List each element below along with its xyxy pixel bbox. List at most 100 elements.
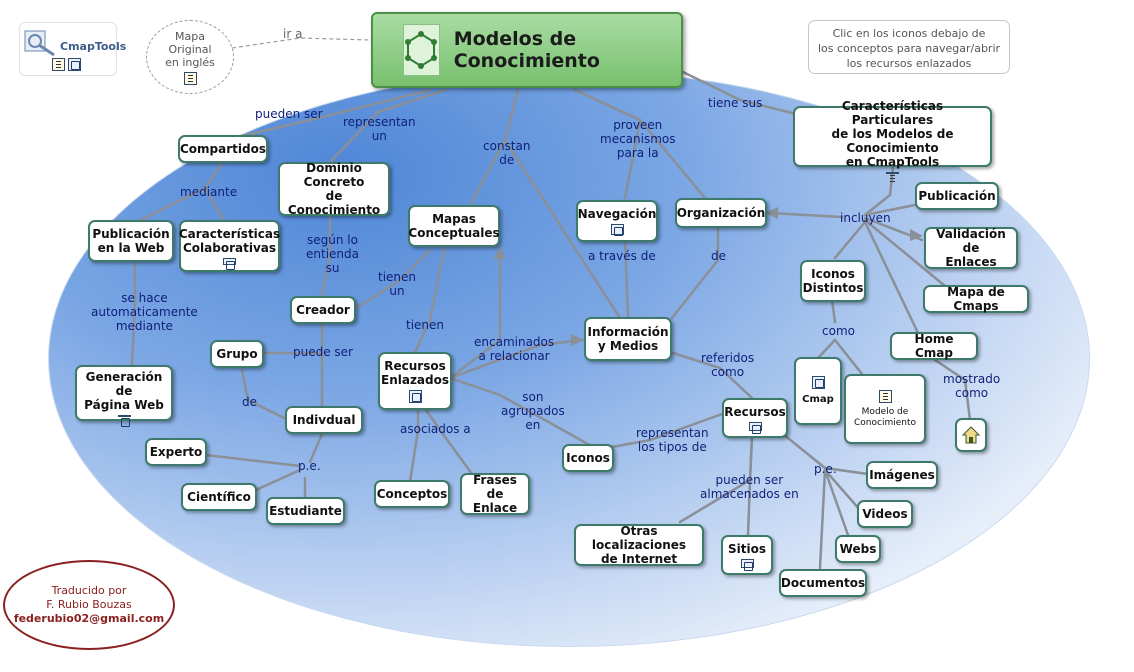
node-iconos-distintos[interactable]: Iconos Distintos (800, 260, 866, 302)
node-videos[interactable]: Videos (857, 500, 913, 528)
logo-graphic-icon (24, 30, 55, 57)
node-label: Información y Medios (587, 325, 669, 353)
node-label: Experto (149, 445, 203, 459)
link-label: de (242, 395, 257, 409)
node-label: Iconos (566, 451, 610, 465)
knowledge-model-icon (403, 24, 440, 76)
credit-line1: Traducido por (51, 584, 127, 597)
node-cmap[interactable]: Cmap (794, 357, 842, 425)
document-icon[interactable] (52, 58, 65, 71)
node-validacion-enlaces[interactable]: Validación de Enlaces (924, 227, 1018, 269)
link-line (816, 338, 837, 360)
node-estudiante[interactable]: Estudiante (266, 497, 345, 525)
node-label: Documentos (780, 576, 866, 590)
node-frases-enlace[interactable]: Frases de Enlace (460, 473, 530, 515)
cmap-resource-icon[interactable] (610, 224, 624, 236)
link-line (204, 453, 302, 468)
cmap-resource-icon[interactable] (117, 414, 131, 427)
node-label: Grupo (216, 347, 258, 361)
node-individual[interactable]: Indivdual (285, 406, 363, 434)
node-cientifico[interactable]: Científico (181, 483, 257, 511)
link-line (776, 428, 870, 476)
node-caracteristicas-colaborativas[interactable]: Características Colaborativas (179, 220, 280, 272)
node-caracteristicas-particulares[interactable]: Características Particulares de los Mode… (793, 99, 992, 176)
node-label: Generación de Página Web (84, 369, 164, 412)
node-publicacion[interactable]: Publicación (915, 182, 999, 210)
node-label: Otras localizaciones de Internet (591, 524, 687, 566)
node-compartidos[interactable]: Compartidos (178, 135, 268, 163)
link-line (681, 70, 802, 117)
node-label: Publicación en la Web (92, 227, 170, 255)
link-label: según lo entienda su (306, 233, 359, 275)
instruction-note: Clic en los iconos debajo de los concept… (808, 20, 1010, 74)
link-label: constan de (483, 139, 531, 167)
title-node[interactable]: Modelos de Conocimiento (371, 12, 683, 88)
node-grupo[interactable]: Grupo (210, 340, 264, 368)
link-line (223, 88, 432, 142)
document-icon[interactable] (886, 172, 899, 176)
original-map-bubble[interactable]: Mapa Original en inglés (146, 20, 234, 94)
link-label: pueden ser (255, 107, 323, 121)
node-creador[interactable]: Creador (290, 296, 356, 324)
node-imagenes[interactable]: Imágenes (866, 461, 938, 489)
node-label: Mapa de Cmaps (947, 285, 1005, 313)
node-recursos[interactable]: Recursos (722, 398, 788, 438)
node-navegacion[interactable]: Navegación (576, 200, 658, 242)
node-label: Validación de Enlaces (936, 227, 1006, 269)
node-label: Estudiante (269, 504, 342, 518)
link-line (448, 338, 585, 380)
node-home-icon[interactable] (955, 418, 987, 452)
link-label: p.e. (814, 462, 837, 476)
node-home-cmap[interactable]: Home Cmap (890, 332, 978, 360)
node-label: Frases de Enlace (472, 473, 518, 515)
node-webs[interactable]: Webs (835, 535, 881, 563)
link-line (933, 358, 972, 422)
node-informacion-medios[interactable]: Información y Medios (584, 317, 672, 361)
cmap-resource-icon[interactable] (748, 422, 762, 434)
link-line (203, 161, 227, 224)
cmap-resource-icon[interactable] (68, 58, 81, 71)
node-conceptos[interactable]: Conceptos (374, 480, 450, 508)
original-map-label: Mapa Original en inglés (165, 29, 215, 69)
node-modelo-conocimiento[interactable]: Modelo de Conocimiento (844, 374, 926, 444)
logo-text: CmapTools (60, 40, 127, 53)
page-title: Modelos de Conocimiento (453, 28, 600, 72)
node-documentos[interactable]: Documentos (779, 569, 867, 597)
node-sitios[interactable]: Sitios (721, 535, 773, 575)
credit-email[interactable]: federubio02@gmail.com (13, 612, 165, 625)
cmap-resource-icon[interactable] (740, 559, 754, 571)
link-label: encaminados a relacionar (474, 335, 555, 363)
node-label: Características Particulares de los Mode… (831, 99, 954, 169)
node-experto[interactable]: Experto (145, 438, 207, 466)
node-label: Dominio Concreto de Conocimiento (287, 161, 381, 217)
node-label: Publicación (918, 189, 996, 203)
link-label: mediante (180, 185, 238, 199)
cmaptools-logo[interactable]: CmapTools (19, 22, 126, 76)
knowledge-model-icon (878, 389, 892, 403)
link-label: se hace automaticamente mediante (91, 291, 198, 333)
node-recursos-enlazados[interactable]: Recursos Enlazados (378, 352, 452, 410)
link-label: son agrupados en (501, 390, 565, 432)
node-otras-localizaciones[interactable]: Otras localizaciones de Internet (574, 524, 704, 566)
link-label: incluyen (840, 211, 891, 225)
node-iconos[interactable]: Iconos (562, 444, 614, 472)
node-label: Iconos Distintos (802, 267, 864, 295)
home-icon (961, 426, 981, 444)
node-mapa-cmaps[interactable]: Mapa de Cmaps (923, 285, 1029, 313)
node-generacion-pagina-web[interactable]: Generación de Página Web (75, 365, 173, 427)
cmap-resource-icon[interactable] (408, 390, 422, 403)
node-dominio[interactable]: Dominio Concreto de Conocimiento (278, 161, 390, 217)
node-label: Indivdual (292, 413, 356, 427)
node-label: Sitios (728, 542, 766, 556)
node-publicacion-web[interactable]: Publicación en la Web (88, 220, 174, 262)
cmap-resource-icon[interactable] (223, 258, 236, 270)
link-line (320, 214, 332, 298)
document-icon[interactable] (183, 71, 197, 85)
node-organizacion[interactable]: Organización (675, 198, 767, 228)
node-mapas-conceptuales[interactable]: Mapas Conceptuales (408, 205, 500, 247)
link-line (353, 248, 432, 311)
arrowhead (765, 207, 778, 219)
link-label-ir-a: ir a (283, 27, 303, 41)
